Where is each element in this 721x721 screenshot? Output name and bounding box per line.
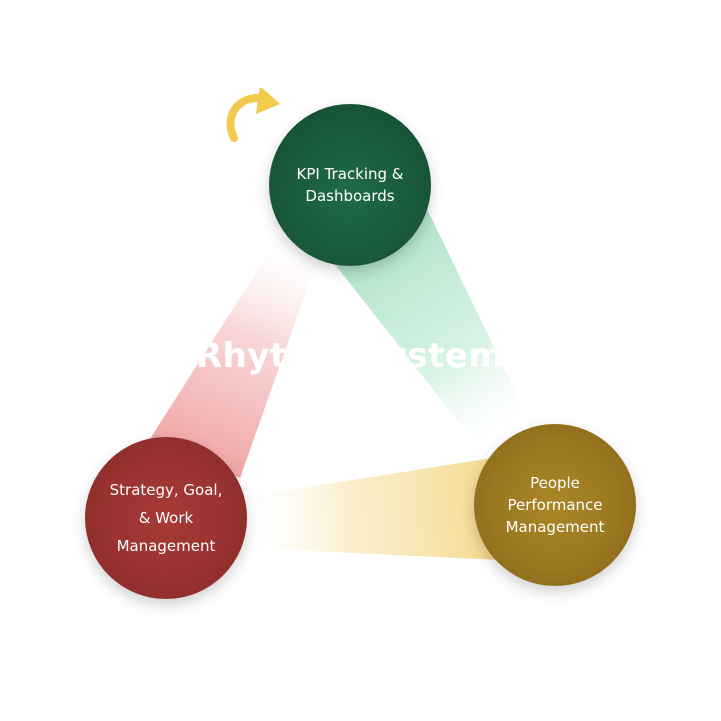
node-strategy-label: Strategy, Goal, & Work Management bbox=[92, 476, 241, 560]
node-kpi-line2: Dashboards bbox=[305, 187, 395, 205]
curved-arrow-icon bbox=[226, 88, 280, 142]
node-strategy-line1: Strategy, Goal, bbox=[109, 481, 223, 499]
node-people-label: People Performance Management bbox=[488, 472, 623, 538]
node-kpi-label: KPI Tracking & Dashboards bbox=[279, 163, 422, 207]
center-title: Rhythm Systems bbox=[195, 336, 526, 376]
node-people-line2: Performance bbox=[507, 496, 603, 514]
node-people-line1: People bbox=[530, 474, 580, 492]
node-kpi-line1: KPI Tracking & bbox=[296, 165, 404, 183]
node-strategy-line2: & Work bbox=[138, 509, 194, 527]
node-people-performance: People Performance Management bbox=[474, 424, 636, 586]
band-strategy-to-kpi bbox=[148, 232, 318, 478]
node-strategy-goal-work: Strategy, Goal, & Work Management bbox=[85, 437, 247, 599]
band-people-to-strategy bbox=[245, 458, 500, 560]
band-kpi-to-people bbox=[330, 205, 535, 462]
node-people-line3: Management bbox=[505, 518, 605, 536]
node-strategy-line3: Management bbox=[116, 537, 216, 555]
node-kpi-tracking: KPI Tracking & Dashboards bbox=[269, 104, 431, 266]
